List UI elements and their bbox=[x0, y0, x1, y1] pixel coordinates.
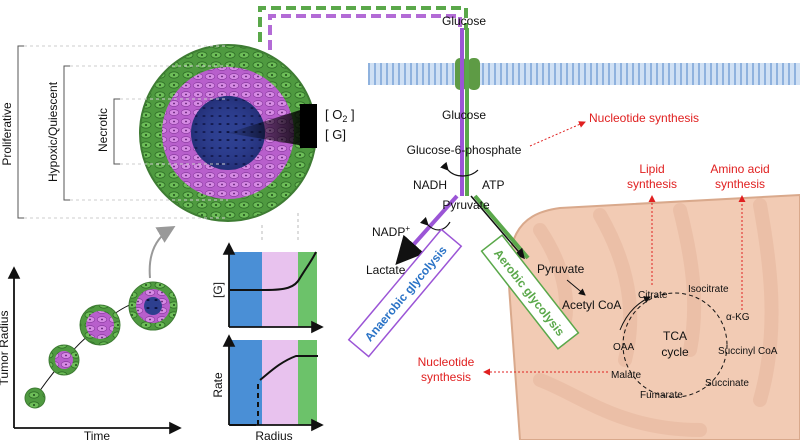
nucleotide-synthesis-top: Nucleotide synthesis bbox=[589, 111, 699, 125]
isocitrate-label: Isocitrate bbox=[688, 284, 729, 295]
tca-cycle: TCA cycle Citrate Isocitrate α-KG Succin… bbox=[611, 284, 778, 401]
fumarate-label: Fumarate bbox=[640, 390, 683, 401]
succinyl-coa-label: Succinyl CoA bbox=[718, 346, 778, 357]
nucleotide-synthesis-left-line2: synthesis bbox=[421, 370, 471, 384]
zone-brackets bbox=[17, 45, 228, 219]
profile-plots bbox=[222, 210, 324, 432]
necrotic-label: Necrotic bbox=[96, 108, 110, 152]
g6p-label: Glucose-6-phosphate bbox=[407, 143, 522, 157]
amino-acid-synthesis-line2: synthesis bbox=[715, 177, 765, 191]
tca-subtitle: cycle bbox=[661, 345, 689, 359]
anaerobic-label: Anaerobic glycolysis bbox=[362, 243, 450, 344]
small-spheroid bbox=[24, 387, 46, 409]
akg-label: α-KG bbox=[726, 312, 750, 323]
malate-label: Malate bbox=[611, 370, 641, 381]
lactate-label: Lactate bbox=[366, 263, 406, 277]
nadp-label: NADP+ bbox=[372, 224, 410, 239]
growth-plot-xlabel: Time bbox=[84, 429, 111, 440]
glycolysis-track bbox=[395, 28, 530, 265]
cell-membrane bbox=[368, 63, 800, 85]
growth-plot bbox=[7, 266, 182, 435]
oaa-label: OAA bbox=[613, 342, 634, 353]
acetyl-coa-label: Acetyl CoA bbox=[562, 298, 621, 312]
atp-label: ATP bbox=[482, 178, 504, 192]
o2-label: [ O2 ] bbox=[325, 107, 355, 124]
nadh-label: NADH bbox=[413, 178, 447, 192]
medium-spheroid bbox=[48, 344, 80, 376]
glucose-profile-curve bbox=[230, 251, 317, 291]
largest-spheroid bbox=[128, 281, 178, 331]
pyruvate-label: Pyruvate bbox=[442, 198, 490, 212]
lipid-synthesis-line1: Lipid bbox=[639, 162, 664, 176]
gradient-wedge bbox=[228, 105, 316, 148]
g-label: [ G] bbox=[325, 127, 346, 142]
succinate-label: Succinate bbox=[705, 378, 749, 389]
profile-bottom-ylabel: Rate bbox=[211, 372, 225, 398]
pyruvate-mito-label: Pyruvate bbox=[537, 262, 585, 276]
pyruvate-to-acetyl-arrow bbox=[566, 279, 586, 296]
synthesis-outputs: Nucleotide synthesis Lipid synthesis Ami… bbox=[418, 111, 770, 384]
tca-title: TCA bbox=[663, 329, 687, 343]
profile-top-ylabel: [G] bbox=[211, 282, 225, 298]
glucose-inside-label: Glucose bbox=[442, 108, 486, 122]
amino-acid-synthesis-line1: Amino acid bbox=[710, 162, 769, 176]
growth-plot-ylabel: Tumor Radius bbox=[0, 311, 11, 386]
large-spheroid bbox=[79, 304, 121, 346]
growth-to-spheroid-arrow bbox=[148, 225, 176, 279]
nucleotide-synthesis-left-line1: Nucleotide bbox=[418, 355, 475, 369]
hypoxic-quiescent-label: Hypoxic/Quiescent bbox=[46, 81, 60, 182]
glucose-outside-label: Glucose bbox=[442, 14, 486, 28]
glucose-uptake-arrows bbox=[258, 6, 468, 50]
citrate-label: Citrate bbox=[638, 290, 668, 301]
anaerobic-glycolysis-box: Anaerobic glycolysis bbox=[347, 228, 463, 358]
proliferative-label: Proliferative bbox=[0, 102, 14, 166]
profile-xlabel: Radius bbox=[255, 429, 292, 440]
tumor-spheroid bbox=[139, 44, 317, 222]
lipid-synthesis-line2: synthesis bbox=[627, 177, 677, 191]
